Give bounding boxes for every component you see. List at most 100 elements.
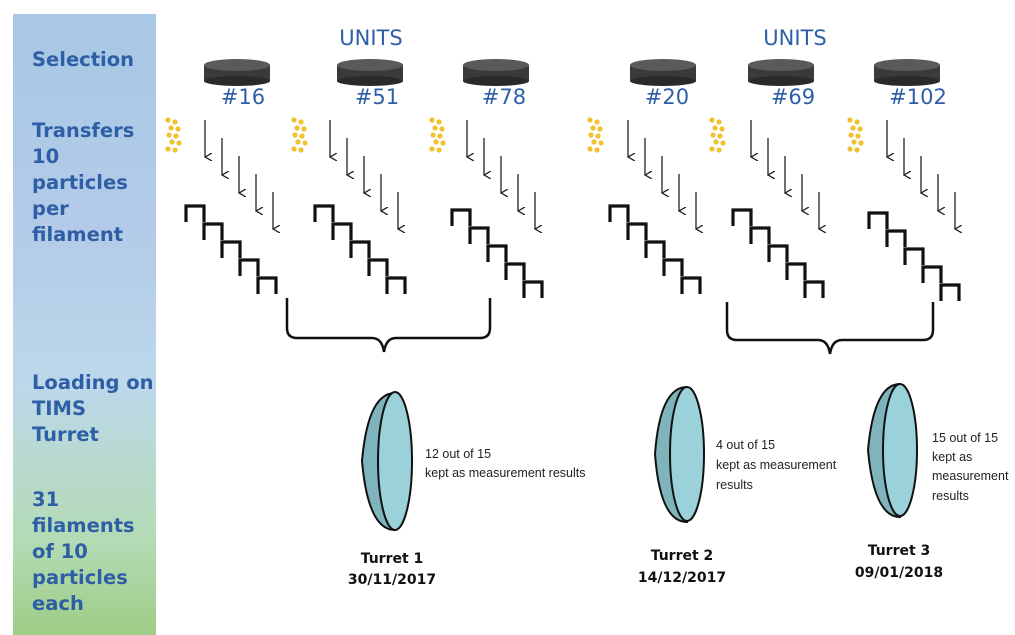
unit-number: #16 <box>221 85 265 109</box>
particle-dot <box>716 119 722 125</box>
brace-left <box>285 298 492 353</box>
turret-date: 09/01/2018 <box>855 565 943 581</box>
particle-dot <box>301 126 307 132</box>
turret-note-line: 15 out of 15 <box>932 431 998 445</box>
particle-dot <box>291 146 297 152</box>
particle-cluster-icon <box>587 117 604 153</box>
particle-dot <box>590 125 596 131</box>
transfer-group <box>709 117 823 298</box>
particle-cluster-icon <box>847 117 864 153</box>
unit-69: #69 <box>748 59 815 109</box>
particle-dot <box>175 126 181 132</box>
filament-staircase-icon <box>184 204 278 294</box>
particle-dot <box>291 117 297 123</box>
unit-disc-icon <box>630 59 696 86</box>
filament-staircase-icon <box>450 208 544 298</box>
filament-count-label: 31 filaments of 10 particles each <box>32 488 135 615</box>
particle-dot <box>299 133 305 139</box>
particle-cluster-icon <box>709 117 726 153</box>
particle-dot <box>436 147 442 153</box>
turret-3: 15 out of 15 kept as measurement results… <box>855 382 1009 581</box>
particle-dot <box>302 140 308 146</box>
particle-dot <box>598 140 604 146</box>
particle-dot <box>172 147 178 153</box>
turret-note-line: results <box>932 489 969 503</box>
particle-dot <box>429 146 435 152</box>
particle-dot <box>858 140 864 146</box>
filament-staircase-icon <box>313 204 407 294</box>
particle-dot <box>298 147 304 153</box>
particle-dot <box>720 140 726 146</box>
particle-cluster-icon <box>291 117 308 153</box>
unit-disc-icon <box>204 59 270 86</box>
unit-number: #20 <box>645 85 689 109</box>
turret-date: 30/11/2017 <box>348 572 436 588</box>
turret-note-line: 12 out of 15 <box>425 447 491 461</box>
particle-dot <box>855 133 861 139</box>
turret-note-line: 4 out of 15 <box>716 438 775 452</box>
particle-dot <box>854 147 860 153</box>
particle-dot <box>432 125 438 131</box>
particle-dot <box>716 147 722 153</box>
particle-dot <box>710 132 716 138</box>
turret-icon <box>653 385 705 524</box>
particle-dot <box>294 125 300 131</box>
unit-78: #78 <box>463 59 529 109</box>
particle-dot <box>439 126 445 132</box>
particle-dot <box>298 119 304 125</box>
particle-dot <box>591 139 597 145</box>
unit-disc-icon <box>874 59 940 86</box>
particle-dot <box>594 147 600 153</box>
particle-dot <box>295 139 301 145</box>
transfer-group <box>587 117 700 294</box>
transfer-group <box>429 117 544 298</box>
particle-dot <box>851 139 857 145</box>
transfer-group <box>165 117 276 294</box>
particle-dot <box>847 146 853 152</box>
particle-dot <box>587 117 593 123</box>
particle-dot <box>169 139 175 145</box>
particle-dot <box>848 132 854 138</box>
unit-number: #69 <box>771 85 815 109</box>
transfer-group <box>291 117 407 294</box>
turret-date: 14/12/2017 <box>638 570 726 586</box>
particle-dot <box>709 146 715 152</box>
particle-dot <box>429 117 435 123</box>
unit-16: #16 <box>204 59 270 109</box>
particle-dot <box>857 126 863 132</box>
turret-note-line: results <box>716 478 753 492</box>
unit-disc-icon <box>337 59 403 86</box>
particle-dot <box>173 133 179 139</box>
particle-dot <box>854 119 860 125</box>
particle-dot <box>166 132 172 138</box>
filament-staircase-icon <box>867 211 961 301</box>
particle-cluster-icon <box>165 117 182 153</box>
unit-102: #102 <box>874 59 947 109</box>
particle-dot <box>440 140 446 146</box>
turret-title: Turret 3 <box>868 543 931 559</box>
filament-staircase-icon <box>731 208 825 298</box>
particle-dot <box>437 133 443 139</box>
unit-number: #78 <box>482 85 526 109</box>
brace-right <box>725 302 935 355</box>
particle-cluster-icon <box>429 117 446 153</box>
turret-icon <box>360 391 413 532</box>
turret-1: 12 out of 15 kept as measurement results… <box>348 391 586 588</box>
particle-dot <box>436 119 442 125</box>
particle-dot <box>597 126 603 132</box>
particle-dot <box>172 119 178 125</box>
particle-dot <box>595 133 601 139</box>
turret-icon <box>866 382 918 519</box>
unit-disc-icon <box>463 59 529 86</box>
step-sidebar: Selection Transfers 10 particles per fil… <box>13 14 156 635</box>
units-header-right: UNITS <box>763 26 826 50</box>
particle-dot <box>165 117 171 123</box>
unit-number: #102 <box>889 85 947 109</box>
particle-dot <box>717 133 723 139</box>
transfer-groups <box>165 117 959 301</box>
particle-dot <box>292 132 298 138</box>
particle-dot <box>712 125 718 131</box>
particle-dot <box>176 140 182 146</box>
turret-note-line: kept as measurement results <box>425 466 586 480</box>
